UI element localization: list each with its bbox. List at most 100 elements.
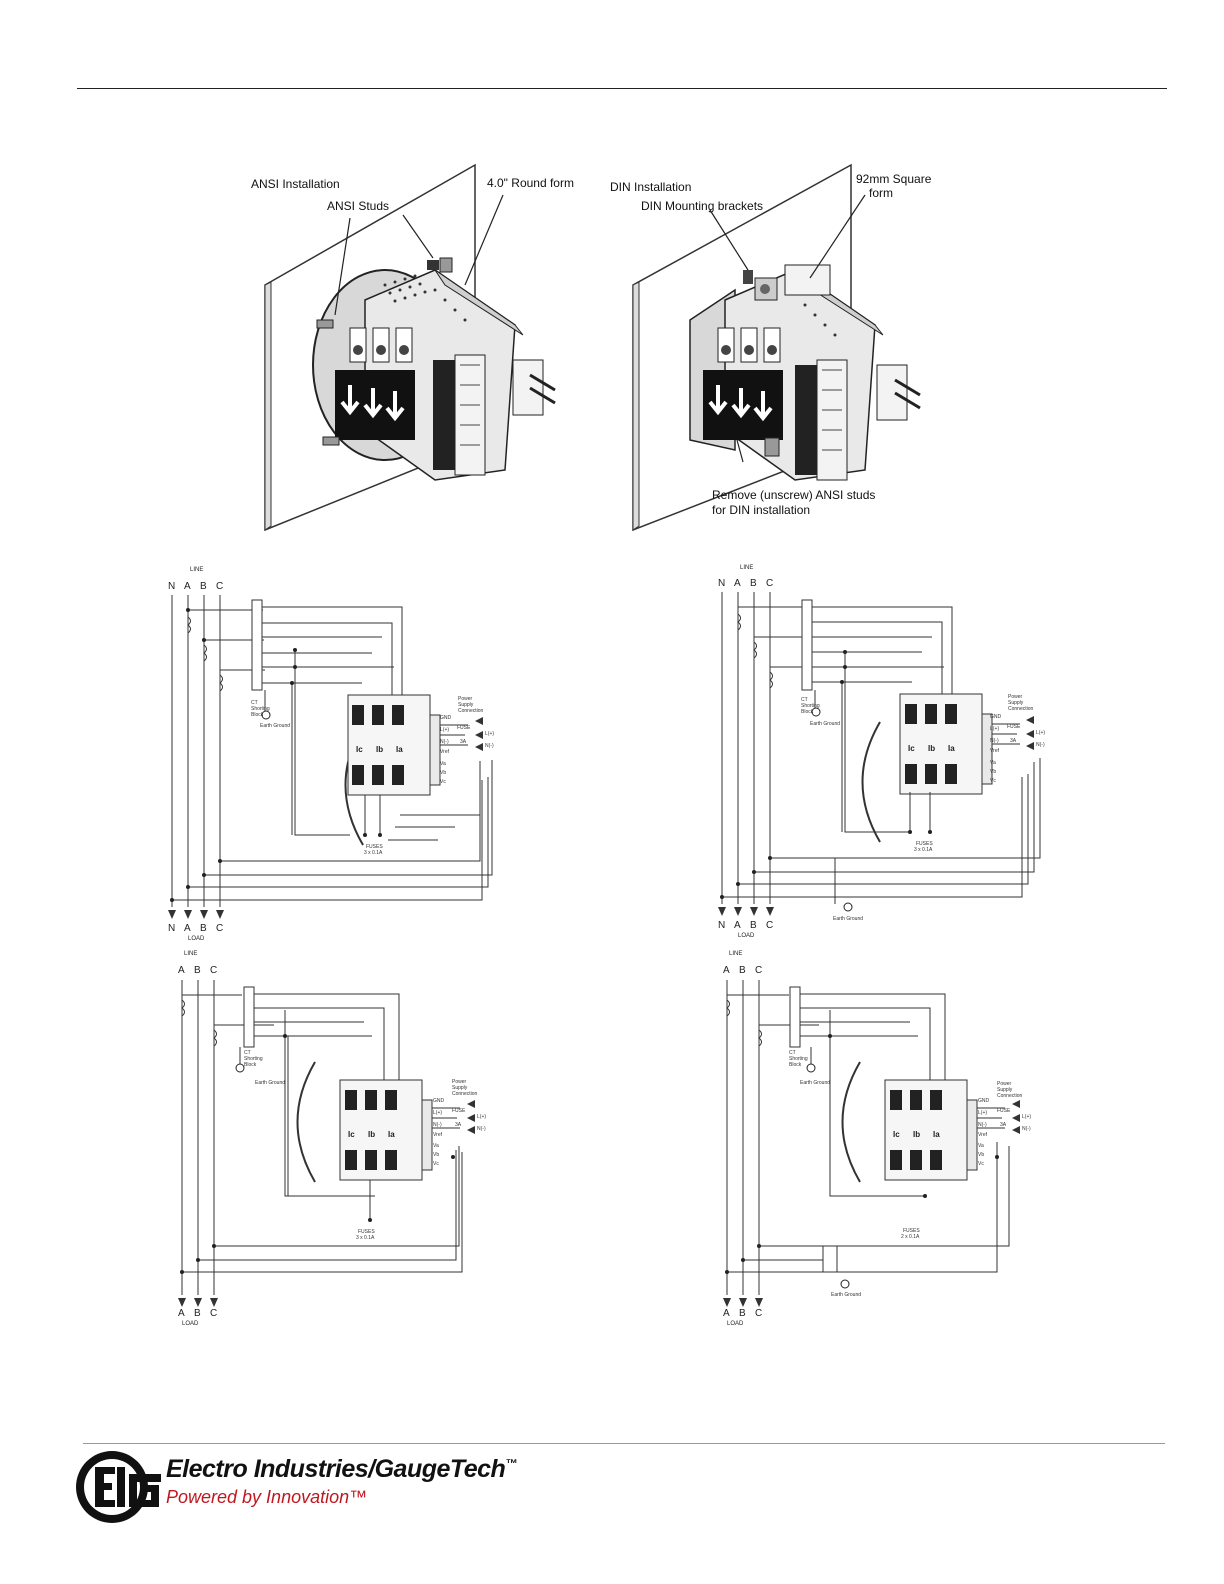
ct-block-label-2: Shorting xyxy=(251,706,270,712)
phase-a-bottom: A xyxy=(178,1308,185,1319)
phase-c-top: C xyxy=(755,965,763,976)
fuses-label-2: 3 x 0.1A xyxy=(914,847,933,853)
ps-pin-n: N(-) xyxy=(1022,1126,1031,1132)
earth-ground-label-pt: Earth Ground xyxy=(833,916,864,922)
phase-a-top: A xyxy=(723,965,730,976)
earth-ground-label: Earth Ground xyxy=(810,721,841,727)
terminal-gnd: GND xyxy=(440,715,452,721)
phase-c-bottom: C xyxy=(766,920,774,931)
phase-b-bottom: B xyxy=(750,920,757,931)
phase-a-bottom: A xyxy=(734,920,741,931)
terminal-va: Va xyxy=(990,760,996,766)
terminal-vb: Vb xyxy=(433,1152,440,1158)
current-ic: Ic xyxy=(356,745,363,754)
earth-ground-label: Earth Ground xyxy=(255,1080,286,1086)
ps-pin-l: L(+) xyxy=(485,731,495,737)
power-supply-label-2: Supply xyxy=(452,1085,468,1091)
ct-block-label-1: CT xyxy=(244,1050,251,1056)
wiring-diagram-top-right: LINE N A B C N A B C LOAD CT Shorting Bl… xyxy=(710,562,1045,942)
terminal-gnd: GND xyxy=(433,1098,445,1104)
power-supply-label-2: Supply xyxy=(458,702,474,708)
current-ic: Ic xyxy=(893,1130,900,1139)
terminal-va: Va xyxy=(978,1143,984,1149)
fuses-label-2: 2 x 0.1A xyxy=(901,1234,920,1240)
current-ia: Ia xyxy=(933,1130,940,1139)
phase-c-top: C xyxy=(216,581,224,592)
power-supply-label-1: Power xyxy=(458,696,473,702)
ansi-studs-label: ANSI Studs xyxy=(327,199,390,213)
line-label: LINE xyxy=(729,951,743,957)
current-ib: Ib xyxy=(376,745,384,754)
fuses-label-1: FUSES xyxy=(903,1228,920,1234)
terminal-gnd: GND xyxy=(978,1098,990,1104)
terminal-vc: Vc xyxy=(433,1161,439,1167)
brand-name: Electro Industries/GaugeTech™ xyxy=(166,1455,517,1484)
brand-tm: ™ xyxy=(505,1456,517,1471)
ct-block-label-3: Block xyxy=(251,712,264,718)
terminal-l: L(+) xyxy=(978,1110,988,1116)
current-ic: Ic xyxy=(908,744,915,753)
current-ib: Ib xyxy=(928,744,936,753)
power-supply-label-2: Supply xyxy=(997,1087,1013,1093)
fuses-label-2: 3 x 0.1A xyxy=(356,1235,375,1241)
power-supply-label-2: Supply xyxy=(1008,700,1024,706)
load-label: LOAD xyxy=(738,933,755,939)
ansi-installation-figure: ANSI Installation ANSI Studs 4.0" Round … xyxy=(251,160,585,535)
footer-rule xyxy=(83,1443,1165,1444)
phase-c-bottom: C xyxy=(210,1308,218,1319)
terminal-gnd: GND xyxy=(990,714,1002,720)
current-ib: Ib xyxy=(368,1130,376,1139)
ps-pin-n: N(-) xyxy=(1036,742,1045,748)
terminal-l: L(+) xyxy=(990,726,1000,732)
fuse-rating: 3A xyxy=(1000,1122,1007,1128)
current-ib: Ib xyxy=(913,1130,921,1139)
power-supply-label-3: Connection xyxy=(1008,706,1034,712)
fuse-label: FUSE xyxy=(1007,724,1021,730)
din-installation-figure: DIN Installation DIN Mounting brackets 9… xyxy=(610,160,945,535)
load-label: LOAD xyxy=(727,1321,744,1327)
power-supply-label-3: Connection xyxy=(452,1091,478,1097)
brand-tagline: Powered by Innovation™ xyxy=(166,1487,368,1507)
earth-ground-label: Earth Ground xyxy=(260,723,291,729)
round-form-label: 4.0" Round form xyxy=(487,176,574,190)
terminal-vref: Vref xyxy=(990,748,999,754)
fuse-label: FUSE xyxy=(997,1108,1011,1114)
ct-block-label-1: CT xyxy=(801,697,808,703)
phase-b-top: B xyxy=(750,578,757,589)
phase-n-top: N xyxy=(718,578,726,589)
ps-pin-l: L(+) xyxy=(477,1114,487,1120)
current-ia: Ia xyxy=(388,1130,395,1139)
terminal-vb: Vb xyxy=(990,769,997,775)
terminal-vref: Vref xyxy=(433,1132,442,1138)
fuse-label: FUSE xyxy=(452,1108,466,1114)
eig-logo-icon xyxy=(73,1448,163,1526)
phase-a-top: A xyxy=(184,581,191,592)
ct-block-label-1: CT xyxy=(251,700,258,706)
terminal-n: N(-) xyxy=(990,738,999,744)
phase-a-top: A xyxy=(178,965,185,976)
phase-c-top: C xyxy=(210,965,218,976)
line-label: LINE xyxy=(190,567,204,573)
ct-block-label-2: Shorting xyxy=(801,703,820,709)
fuses-label-1: FUSES xyxy=(366,844,383,850)
brand-text: Electro Industries/GaugeTech xyxy=(166,1455,506,1483)
phase-b-top: B xyxy=(194,965,201,976)
remove-studs-label-1: Remove (unscrew) ANSI studs xyxy=(712,488,876,502)
phase-a-bottom: A xyxy=(723,1308,730,1319)
fuses-label-1: FUSES xyxy=(916,841,933,847)
wiring-diagram-bottom-left: LINE A B C A B C LOAD CT Shorting Block … xyxy=(170,950,495,1335)
load-label: LOAD xyxy=(182,1321,199,1327)
earth-ground-label-pt: Earth Ground xyxy=(831,1292,862,1298)
phase-c-top: C xyxy=(766,578,774,589)
power-supply-label-3: Connection xyxy=(997,1093,1023,1099)
ct-block-label-2: Shorting xyxy=(244,1056,263,1062)
remove-studs-label-2: for DIN installation xyxy=(712,503,811,517)
phase-b-top: B xyxy=(200,581,207,592)
header-rule xyxy=(77,88,1167,89)
load-label: LOAD xyxy=(188,936,205,942)
fuse-rating: 3A xyxy=(1010,738,1017,744)
ct-block-label-3: Block xyxy=(789,1062,802,1068)
fuse-label: FUSE xyxy=(457,725,471,731)
phase-a-top: A xyxy=(734,578,741,589)
din-installation-label: DIN Installation xyxy=(610,180,692,194)
